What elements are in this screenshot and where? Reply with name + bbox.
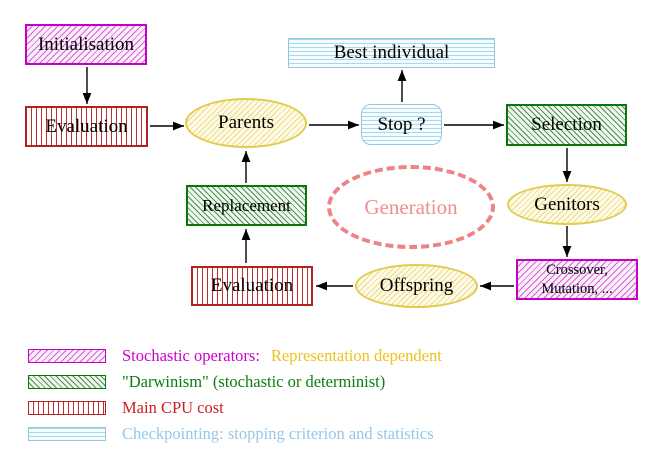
node-parents: Parents [185, 98, 307, 148]
node-initialisation-label: Initialisation [37, 33, 135, 55]
node-evaluation-bottom-label: Evaluation [210, 275, 294, 297]
node-crossover-line1: Crossover, [546, 262, 608, 279]
legend-text-darwinism: "Darwinism" (stochastic or determinist) [122, 372, 386, 391]
node-evaluation-top: Evaluation [25, 106, 148, 147]
legend-text-representation-dependent: Representation dependent [270, 346, 442, 365]
node-selection: Selection [506, 104, 627, 146]
legend-item-stochastic-operators: Stochastic operators: Representation dep… [28, 346, 442, 366]
node-genitors: Genitors [507, 184, 627, 225]
node-replacement-label: Replacement [202, 195, 291, 215]
node-best-individual-label: Best individual [333, 42, 450, 64]
node-crossover-mutation: Crossover, Mutation, ... [516, 259, 638, 300]
legend-text-main-cpu-cost: Main CPU cost [122, 398, 224, 417]
node-parents-label: Parents [218, 112, 274, 134]
legend-swatch-cyan-horizontal-stripes [28, 427, 106, 441]
legend-swatch-magenta-diagonal-hatch [28, 349, 106, 363]
legend-item-checkpointing: Checkpointing: stopping criterion and st… [28, 424, 434, 444]
legend-text-stochastic-operators: Stochastic operators: [122, 346, 260, 365]
node-stop: Stop ? [361, 104, 442, 145]
node-stop-label: Stop ? [377, 113, 426, 135]
node-evaluation-bottom: Evaluation [191, 266, 313, 306]
node-replacement: Replacement [186, 185, 307, 226]
node-evaluation-top-label: Evaluation [45, 115, 128, 137]
node-selection-label: Selection [531, 114, 602, 136]
legend-text-checkpointing: Checkpointing: stopping criterion and st… [122, 424, 434, 443]
legend-swatch-green-diagonal-hatch [28, 375, 106, 389]
legend-item-darwinism: "Darwinism" (stochastic or determinist) [28, 372, 385, 392]
legend-swatch-red-vertical-stripes [28, 401, 106, 415]
node-crossover-line2: Mutation, ... [541, 280, 613, 297]
node-initialisation: Initialisation [25, 24, 147, 65]
generation-loop-annotation: Generation [327, 165, 495, 249]
node-offspring: Offspring [355, 264, 478, 308]
node-genitors-label: Genitors [534, 193, 600, 215]
node-best-individual: Best individual [288, 38, 495, 68]
node-offspring-label: Offspring [379, 275, 454, 297]
legend-item-main-cpu-cost: Main CPU cost [28, 398, 224, 418]
generation-label: Generation [364, 194, 458, 219]
